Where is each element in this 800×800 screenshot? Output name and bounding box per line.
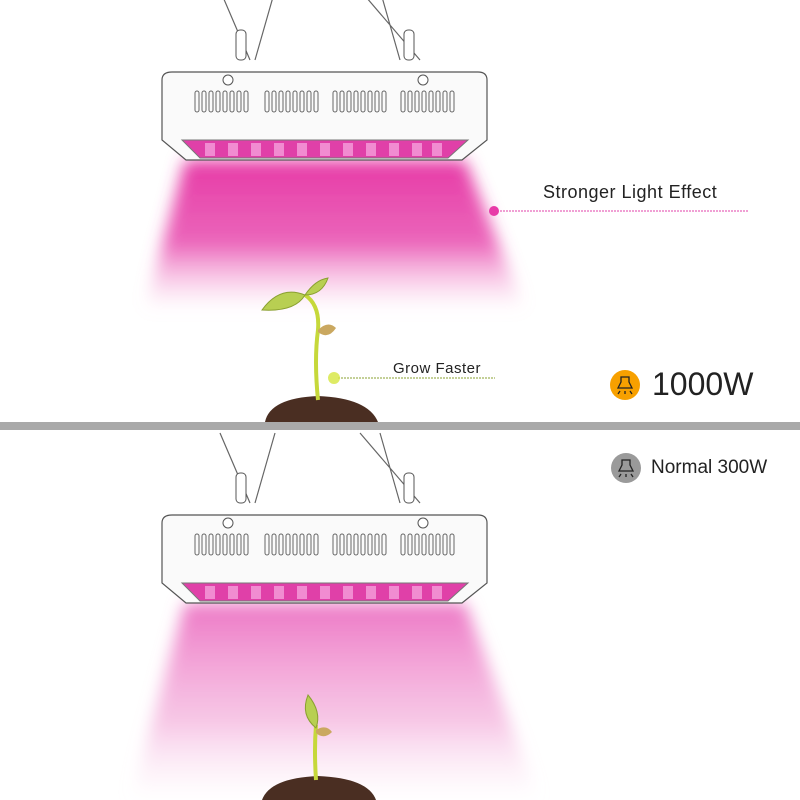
grow-light-panel-bottom — [162, 433, 487, 603]
grow-light-panel-top — [162, 0, 487, 160]
power-300w-label: Normal 300W — [651, 457, 768, 478]
seedling-small — [262, 694, 376, 800]
growth-marker-dot — [328, 372, 340, 384]
seedling-large — [261, 277, 378, 422]
lamp-icon — [610, 370, 640, 400]
grow-faster-label: Grow Faster — [393, 360, 482, 377]
weak-light-cone — [130, 603, 539, 800]
power-1000w-label: 1000W — [652, 366, 754, 402]
section-divider — [0, 422, 800, 430]
strong-light-cone — [145, 160, 525, 310]
effect-marker-dot — [489, 206, 499, 216]
lamp-icon — [611, 453, 641, 483]
stronger-light-effect-label: Stronger Light Effect — [543, 182, 718, 202]
